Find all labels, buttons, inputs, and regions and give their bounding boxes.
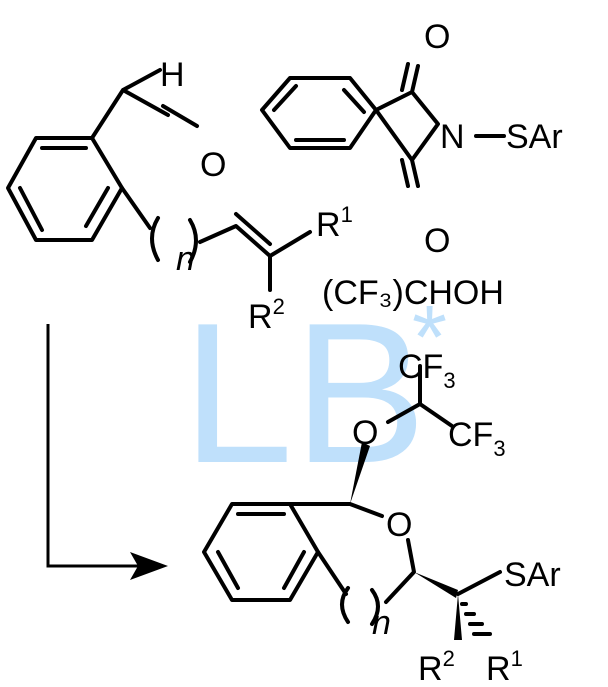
hash-wedge-r1 <box>460 602 492 636</box>
watermark-star: * <box>412 288 447 388</box>
product-benzene-double <box>216 512 306 590</box>
reaction-arrow <box>46 324 168 580</box>
product-hfip-bonds <box>386 364 454 428</box>
reagent-phthalimide: O N SAr O <box>260 18 563 260</box>
sulfenyl-sar: SAr <box>506 118 563 156</box>
product-r1: R1 <box>486 646 523 687</box>
tether-n: n <box>176 240 195 278</box>
tether-paren-right <box>188 218 198 264</box>
product-sar: SAr <box>504 556 561 594</box>
cf3-right: CF3 <box>448 416 506 461</box>
tether-bonds <box>120 186 152 230</box>
pyran-ring-bonds <box>288 502 384 596</box>
imide-o-bottom: O <box>424 222 450 260</box>
ether-o: O <box>352 414 378 452</box>
cf3-top: CF3 <box>398 348 456 393</box>
benzene-double-bonds <box>18 146 110 232</box>
aldehyde-h: H <box>160 56 185 94</box>
product-tether-n: n <box>372 604 391 642</box>
aldehyde-o: O <box>200 146 226 184</box>
tether-paren-left <box>150 216 160 262</box>
substituent-r2: R2 <box>248 294 285 336</box>
tether-paren-right-product <box>370 588 380 626</box>
formyl-bonds <box>90 68 199 140</box>
product-benzene <box>202 502 320 602</box>
arrow-head <box>130 552 168 580</box>
watermark: LB * <box>182 282 447 505</box>
imide-o-top: O <box>424 18 450 56</box>
benzene-ring <box>6 136 124 242</box>
ring-o: O <box>386 506 412 544</box>
imide-ring-bonds <box>374 64 440 188</box>
hfip-formula: (CF₃)CHOH <box>322 274 504 312</box>
sulfide-bonds <box>456 570 502 596</box>
reactant-aldehyde: H O n R1 R2 <box>6 56 353 336</box>
stereocenter-wedge <box>414 572 458 598</box>
tether-paren-left-product <box>340 586 350 624</box>
imide-carbonyl-double <box>400 62 410 188</box>
phthalimide-benzene-double <box>272 84 366 142</box>
watermark-text: LB <box>182 282 427 505</box>
product-r2: R2 <box>418 646 455 687</box>
substituent-r1: R1 <box>316 202 353 244</box>
product: CF3 CF3 O O n SAr R2 R1 <box>202 348 561 687</box>
ring-closure-bonds <box>384 538 416 604</box>
imide-n: N <box>440 118 465 156</box>
acetal-wedge <box>350 442 370 504</box>
alkene-bonds <box>198 212 312 292</box>
wedge-r2 <box>454 594 462 640</box>
phthalimide-benzene <box>260 76 378 150</box>
arrow-shaft <box>46 324 150 568</box>
